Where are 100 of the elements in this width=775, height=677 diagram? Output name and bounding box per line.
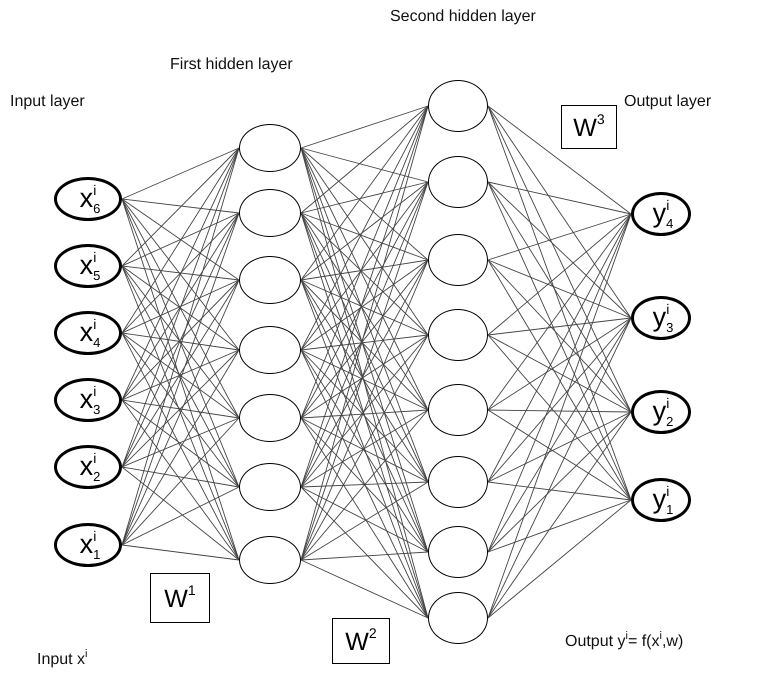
connection-line bbox=[122, 544, 240, 560]
connection-line bbox=[122, 266, 240, 488]
connection-line bbox=[488, 500, 632, 618]
connection-line bbox=[300, 334, 428, 350]
connection-line bbox=[122, 280, 240, 468]
neuron-circle bbox=[239, 124, 301, 172]
connection-line bbox=[122, 418, 240, 468]
connection-line bbox=[122, 400, 240, 418]
connection-line bbox=[488, 106, 632, 412]
connection-line bbox=[488, 106, 632, 318]
connection-line bbox=[300, 418, 428, 482]
connection-line bbox=[300, 260, 428, 280]
connection-line bbox=[488, 318, 632, 618]
connection-line bbox=[122, 198, 240, 280]
connection-line bbox=[488, 214, 632, 260]
connection-line bbox=[488, 260, 632, 412]
connection-line bbox=[488, 500, 632, 552]
connection-line bbox=[122, 212, 240, 266]
connection-line bbox=[488, 410, 632, 412]
connection-line bbox=[300, 482, 428, 488]
connection-line bbox=[300, 148, 428, 182]
neuron-circle bbox=[428, 592, 488, 644]
connection-line bbox=[488, 214, 632, 618]
connection-line bbox=[300, 410, 428, 418]
connection-line bbox=[488, 260, 632, 500]
connection-line bbox=[488, 214, 632, 482]
connection-line bbox=[122, 332, 240, 418]
connection-line bbox=[300, 148, 428, 336]
connection-line bbox=[300, 212, 428, 336]
connection-line bbox=[300, 334, 428, 418]
connection-line bbox=[122, 332, 240, 488]
connection-line bbox=[488, 318, 632, 410]
connection-line bbox=[488, 214, 632, 336]
connection-line bbox=[122, 266, 240, 350]
neuron-circle bbox=[239, 536, 301, 584]
connection-line bbox=[300, 182, 428, 418]
connection-line bbox=[122, 148, 240, 334]
output-label: Output y$^{i}$= f(x$^{i}$,w) bbox=[565, 630, 684, 651]
connection-line bbox=[122, 266, 240, 418]
connection-line bbox=[122, 418, 240, 546]
connection-line bbox=[122, 280, 240, 334]
connection-line bbox=[122, 400, 240, 488]
weight-box: W$^{1}$ bbox=[150, 573, 210, 623]
connection-line bbox=[488, 334, 632, 412]
connection-line bbox=[488, 106, 632, 500]
input-label: Input x$^{i}$ bbox=[37, 648, 88, 669]
connection-line bbox=[300, 106, 428, 280]
connection-line bbox=[300, 350, 428, 410]
connection-line bbox=[122, 198, 240, 350]
connection-line bbox=[122, 332, 240, 350]
connection-line bbox=[488, 412, 632, 618]
connection-line bbox=[300, 212, 428, 410]
neuron-circle bbox=[428, 80, 488, 132]
connection-line bbox=[122, 266, 240, 280]
connection-line bbox=[300, 212, 428, 260]
connection-line bbox=[122, 466, 240, 488]
connection-line bbox=[300, 260, 428, 418]
connection-line bbox=[488, 182, 632, 214]
connection-line bbox=[122, 198, 240, 214]
connection-line bbox=[122, 350, 240, 468]
connection-line bbox=[488, 410, 632, 500]
connection-line bbox=[300, 106, 428, 350]
connection-line bbox=[300, 486, 428, 552]
connection-line bbox=[488, 106, 632, 214]
connection-line bbox=[300, 410, 428, 488]
connection-line bbox=[488, 412, 632, 482]
connection-line bbox=[300, 486, 428, 618]
weight-box: W$^{3}$ bbox=[561, 105, 617, 149]
connection-line bbox=[300, 182, 428, 280]
connection-line bbox=[488, 318, 632, 482]
connection-line bbox=[300, 148, 428, 260]
connection-line bbox=[488, 412, 632, 552]
connection-line bbox=[300, 418, 428, 618]
connection-line bbox=[300, 106, 428, 214]
layer-label: Output layer bbox=[624, 93, 712, 111]
connection-line bbox=[488, 482, 632, 500]
connection-line bbox=[300, 280, 428, 336]
layer-label: Second hidden layer bbox=[390, 8, 536, 26]
connection-line bbox=[300, 552, 428, 560]
neuron-circle bbox=[239, 189, 301, 237]
layer-label: First hidden layer bbox=[170, 56, 293, 74]
connection-line bbox=[300, 106, 428, 148]
connection-line bbox=[122, 280, 240, 400]
connection-line bbox=[488, 182, 632, 318]
connection-line bbox=[488, 260, 632, 318]
connection-line bbox=[300, 280, 428, 410]
connection-line bbox=[300, 482, 428, 560]
connection-line bbox=[300, 260, 428, 350]
connection-line bbox=[488, 318, 632, 552]
connection-line bbox=[122, 466, 240, 560]
connection-line bbox=[122, 350, 240, 400]
connection-line bbox=[122, 148, 240, 200]
connection-line bbox=[488, 182, 632, 500]
connection-line bbox=[122, 148, 240, 266]
connection-line bbox=[122, 212, 240, 334]
connection-line bbox=[122, 400, 240, 560]
connection-line bbox=[488, 318, 632, 336]
connection-line bbox=[122, 486, 240, 546]
layer-label: Input layer bbox=[10, 93, 85, 111]
connection-line bbox=[300, 560, 428, 618]
